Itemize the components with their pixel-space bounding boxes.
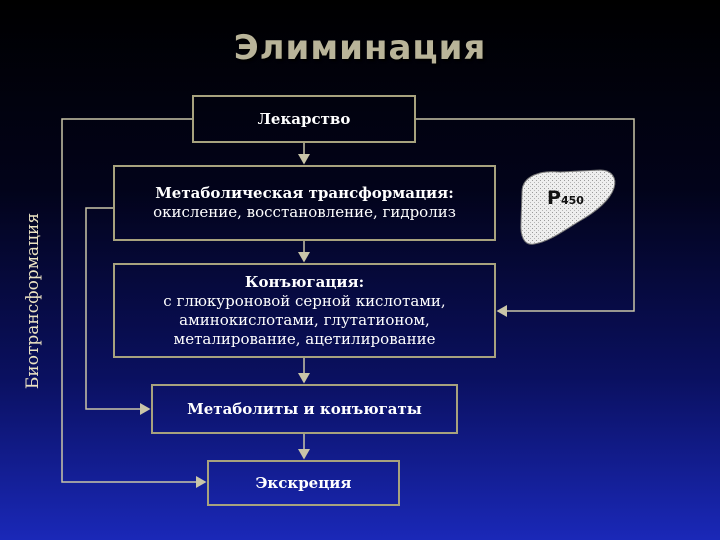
excretion-label: Экскреция [255, 473, 352, 492]
p450-label: P450 [547, 187, 584, 209]
conjugation-title: Конъюгация: [244, 272, 365, 291]
loop-drug-liver-conjugation [416, 118, 635, 317]
slide-title: Элиминация [233, 28, 487, 68]
metabolic-transformation-box: Метаболическая трансформация: окисление,… [113, 165, 496, 241]
excretion-box: Экскреция [207, 460, 400, 506]
drug-box: Лекарство [192, 95, 416, 143]
conjugation-line-3: металирование, ацетилирование [173, 329, 436, 348]
loop-drug-to-excretion [61, 118, 207, 488]
metabolic-title: Метаболическая трансформация: [155, 184, 454, 202]
metabolites-box: Метаболиты и конъюгаты [151, 384, 458, 434]
drug-label: Лекарство [257, 109, 351, 128]
conjugation-line-2: аминокислотами, глутатионом, [179, 310, 430, 329]
loop-metabolic-to-metabolites [85, 207, 151, 415]
conjugation-box: Конъюгация: с глюкуроновой серной кислот… [113, 263, 496, 358]
metabolic-detail: окисление, восстановление, гидролиз [153, 203, 456, 221]
conjugation-line-1: с глюкуроновой серной кислотами, [163, 291, 446, 310]
metabolites-label: Метаболиты и конъюгаты [187, 399, 422, 418]
